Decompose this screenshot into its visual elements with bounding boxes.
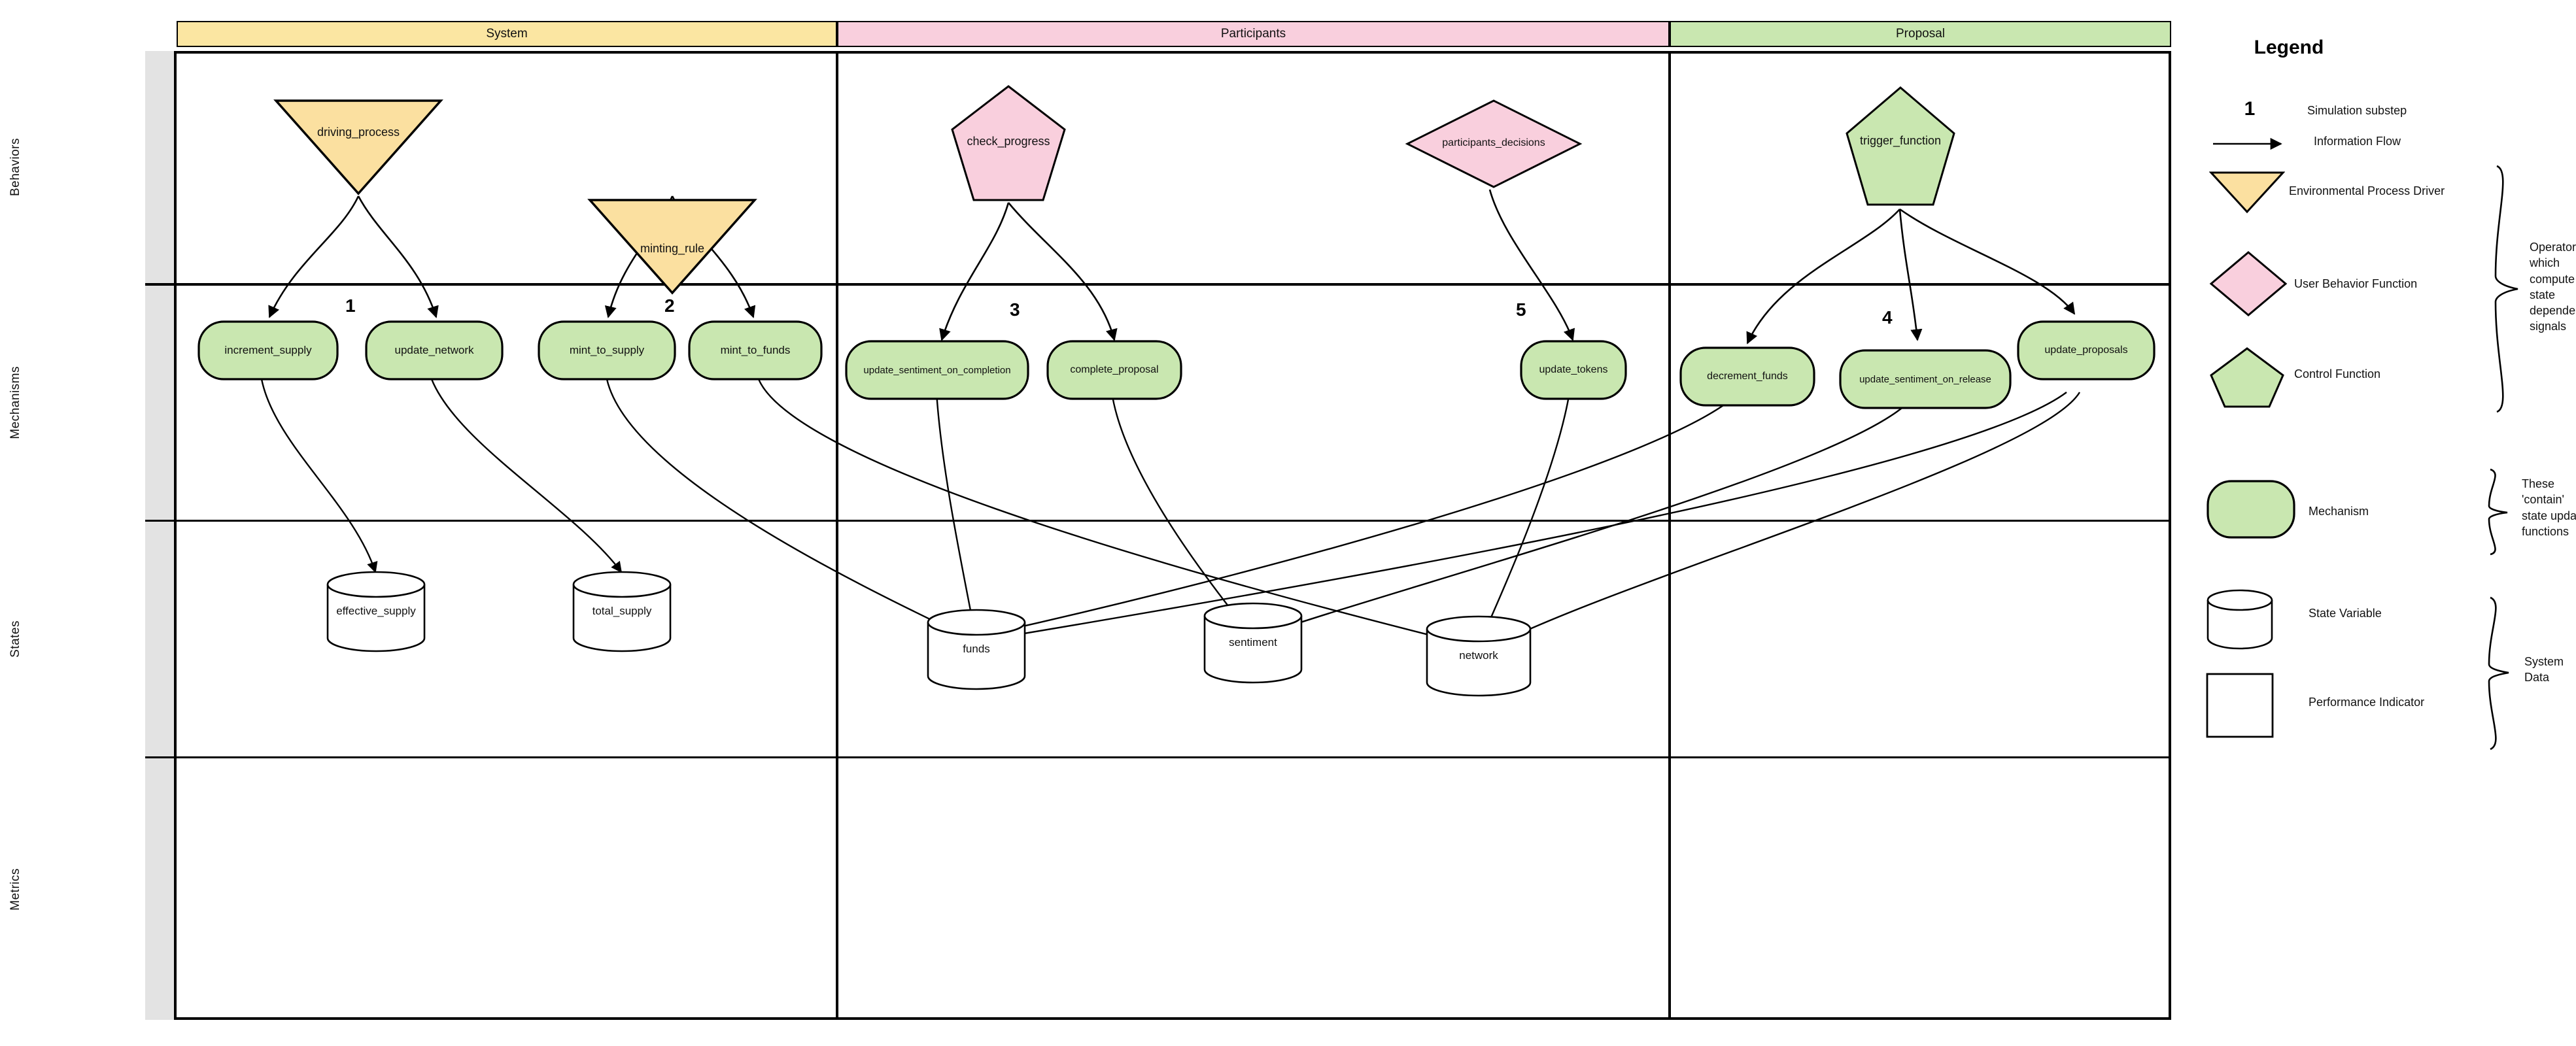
legend-label-environmental-process-driver: Environmental Process Driver — [2289, 184, 2445, 197]
mechanism-update-sentiment-on-completion-label: update_sentiment_on_completion — [863, 364, 1011, 376]
row-divider-states-metrics — [145, 756, 2171, 758]
column-divider-system-participants — [836, 51, 838, 1020]
legend-diamond-icon — [2209, 250, 2288, 320]
mechanism-mint-to-supply-label: mint_to_supply — [569, 344, 645, 356]
legend-note-system-data: System Data — [2524, 655, 2564, 684]
row-divider-behaviors-mechanisms — [145, 283, 2171, 286]
legend-label-simulation-substep: Simulation substep — [2307, 104, 2407, 117]
state-network-label: network — [1459, 649, 1498, 662]
legend-triangle-icon — [2208, 170, 2286, 218]
legend-label-information-flow: Information Flow — [2314, 135, 2401, 148]
legend-panel: Legend 1 Simulation substep Information … — [2184, 13, 2576, 798]
legend-pentagon-icon — [2209, 346, 2285, 413]
state-sentiment-label: sentiment — [1229, 636, 1277, 649]
mechanism-decrement-funds[interactable]: decrement_funds — [1678, 345, 1817, 408]
legend-title: Legend — [2254, 37, 2324, 58]
row-label-behaviors: Behaviors — [9, 138, 22, 196]
mechanism-update-network[interactable]: update_network — [364, 319, 505, 382]
substep-number-4: 4 — [1882, 307, 1893, 328]
substep-number-1: 1 — [345, 295, 356, 316]
legend-note-mechanism: These 'contain' state update functions — [2522, 477, 2576, 538]
mechanism-complete-proposal[interactable]: complete_proposal — [1045, 339, 1184, 401]
state-total-supply[interactable]: total_supply — [571, 570, 673, 652]
substep-number-5: 5 — [1516, 299, 1526, 320]
legend-arrow-icon — [2210, 136, 2289, 155]
state-effective-supply[interactable]: effective_supply — [325, 570, 427, 652]
behavior-participants-decisions[interactable]: participants_decisions — [1405, 98, 1583, 190]
state-network[interactable]: network — [1424, 615, 1533, 697]
legend-note-operators: Operators which compute state dependent … — [2530, 241, 2576, 333]
row-divider-mechanisms-states — [145, 520, 2171, 522]
mechanism-increment-supply-label: increment_supply — [224, 344, 312, 356]
legend-rounded-rect-icon — [2205, 479, 2297, 543]
mechanism-update-sentiment-on-release[interactable]: update_sentiment_on_release — [1838, 348, 2013, 411]
legend-brace-mechanism — [2486, 468, 2513, 559]
column-header-participants-label: Participants — [1220, 27, 1286, 41]
state-total-supply-label: total_supply — [592, 605, 652, 617]
legend-rectangle-icon — [2205, 672, 2275, 742]
row-label-mechanisms: Mechanisms — [9, 366, 22, 439]
mechanism-increment-supply[interactable]: increment_supply — [196, 319, 340, 382]
state-funds[interactable]: funds — [925, 608, 1027, 690]
mechanism-update-tokens-label: update_tokens — [1539, 364, 1608, 375]
state-effective-supply-label: effective_supply — [336, 605, 416, 617]
legend-brace-operators — [2492, 165, 2522, 416]
behavior-minting-rule[interactable]: minting_rule — [587, 196, 757, 295]
row-label-states: States — [9, 620, 22, 658]
legend-label-mechanism: Mechanism — [2309, 505, 2369, 518]
state-sentiment[interactable]: sentiment — [1202, 601, 1304, 684]
legend-substep-number-icon: 1 — [2244, 98, 2256, 120]
legend-label-control-function: Control Function — [2294, 367, 2381, 380]
column-header-system-label: System — [486, 27, 528, 41]
legend-label-state-variable: State Variable — [2309, 607, 2382, 620]
mechanism-mint-to-funds[interactable]: mint_to_funds — [687, 319, 824, 382]
behavior-check-progress[interactable]: check_progress — [950, 84, 1067, 205]
column-header-proposal: Proposal — [1670, 21, 2171, 47]
row-label-column — [145, 51, 177, 1020]
substep-number-3: 3 — [1010, 299, 1020, 320]
mechanism-mint-to-funds-label: mint_to_funds — [720, 344, 791, 356]
mechanism-mint-to-supply[interactable]: mint_to_supply — [536, 319, 678, 382]
mechanism-update-tokens[interactable]: update_tokens — [1519, 339, 1628, 401]
legend-label-performance-indicator: Performance Indicator — [2309, 696, 2425, 709]
column-header-system: System — [177, 21, 837, 47]
state-funds-label: funds — [963, 643, 990, 655]
column-divider-participants-proposal — [1668, 51, 1671, 1020]
mechanism-update-network-label: update_network — [394, 344, 474, 356]
mechanism-update-sentiment-on-release-label: update_sentiment_on_release — [1859, 373, 1991, 385]
legend-label-user-behavior-function: User Behavior Function — [2294, 277, 2418, 290]
mechanism-complete-proposal-label: complete_proposal — [1070, 364, 1159, 375]
legend-cylinder-icon — [2205, 588, 2275, 654]
mechanism-decrement-funds-label: decrement_funds — [1707, 371, 1788, 382]
behavior-trigger-function[interactable]: trigger_function — [1844, 85, 1957, 209]
mechanism-update-proposals[interactable]: update_proposals — [2016, 319, 2157, 382]
row-label-metrics: Metrics — [9, 868, 22, 911]
column-header-proposal-label: Proposal — [1896, 27, 1945, 41]
mechanism-update-proposals-label: update_proposals — [2044, 345, 2128, 356]
column-header-participants: Participants — [837, 21, 1670, 47]
legend-brace-system-data — [2486, 596, 2513, 754]
mechanism-update-sentiment-on-completion[interactable]: update_sentiment_on_completion — [844, 339, 1031, 401]
behavior-driving-process[interactable]: driving_process — [273, 97, 443, 196]
substep-number-2: 2 — [664, 295, 675, 316]
